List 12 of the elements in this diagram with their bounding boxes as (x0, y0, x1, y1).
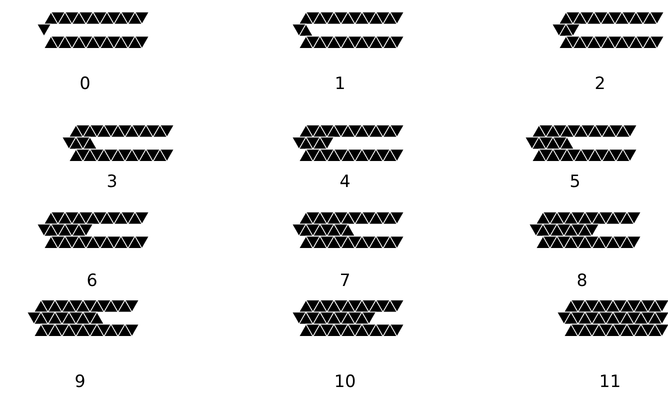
figure-number: 11 (599, 372, 621, 392)
figure-number: 6 (86, 271, 98, 291)
figure-number: 3 (106, 172, 118, 192)
figure-number: 5 (570, 172, 580, 192)
figure-number: 10 (334, 372, 356, 392)
figure-number: 7 (340, 271, 350, 291)
figure-number: 1 (334, 74, 346, 94)
figure-number: 4 (340, 172, 350, 192)
figure-number: 8 (576, 271, 588, 291)
figure-number: 9 (74, 372, 86, 392)
figure-number: 0 (80, 74, 90, 94)
figure-number: 2 (594, 74, 606, 94)
